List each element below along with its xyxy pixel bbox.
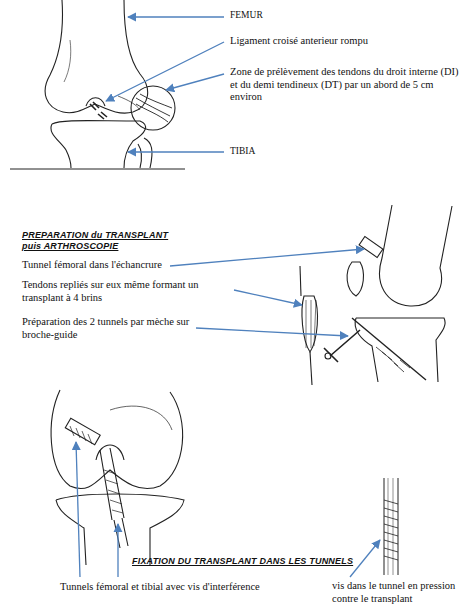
note-label: Zone de prélèvement des tendons du droit… <box>230 66 462 104</box>
caption-label: vis dans le tunnel en pression contre le… <box>332 580 468 605</box>
knee-front <box>45 0 175 168</box>
bone-label: TIBIA <box>230 146 430 157</box>
screw-detail <box>384 478 398 575</box>
step-label: Tendons repliés sur eux même formant un … <box>22 279 232 304</box>
section-heading: FIXATION DU TRANSPLANT DANS LES TUNNELS <box>132 556 372 567</box>
section-heading: PREPARATION du TRANSPLANT puis ARTHROSCO… <box>22 230 180 252</box>
part-label: Ligament croisé anterieur rompu <box>230 35 460 48</box>
step-label: Tunnel fémoral dans l'échancrure <box>22 259 172 272</box>
knee-lateral <box>300 205 452 385</box>
leader-arrows <box>76 17 380 577</box>
step-label: Préparation des 2 tunnels par mèche sur … <box>22 316 194 341</box>
bone-label: FEMUR <box>230 10 430 21</box>
caption-label: Tunnels fémoral et tibial avec vis d'int… <box>60 581 300 594</box>
